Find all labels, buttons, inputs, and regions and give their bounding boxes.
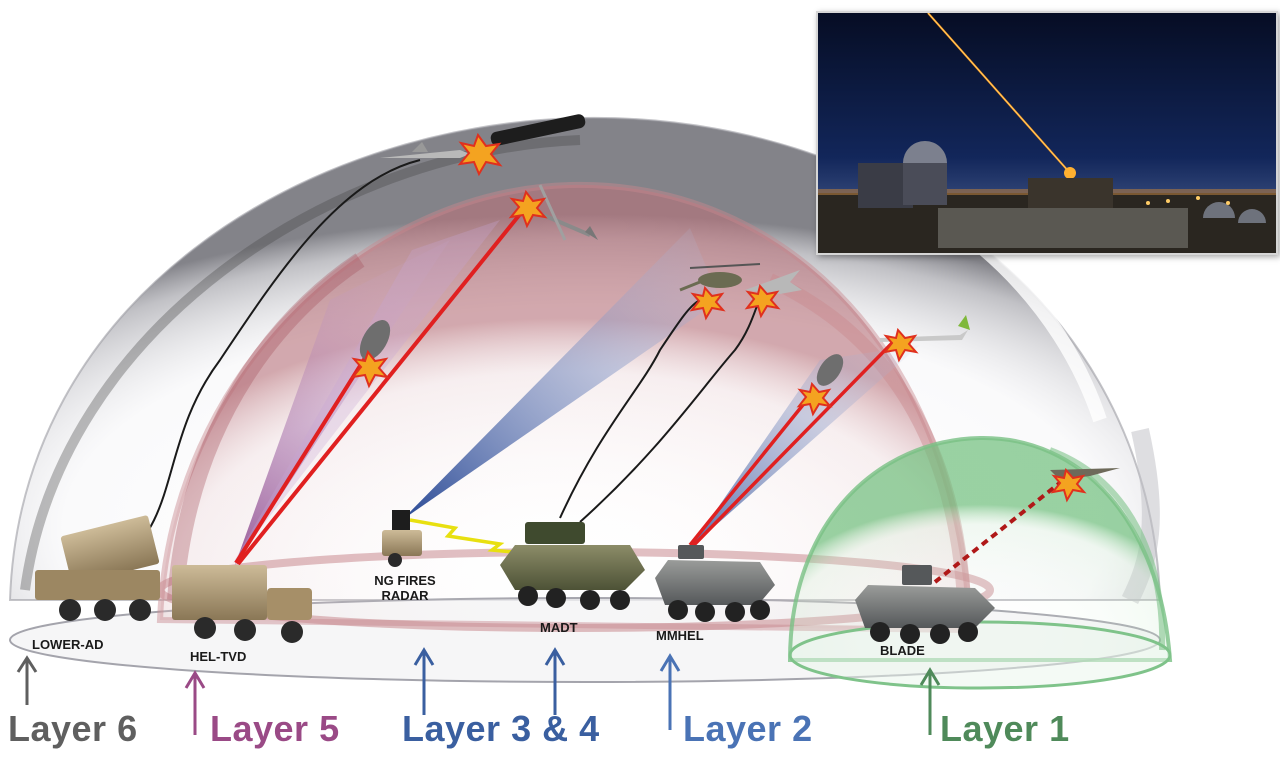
hel-tvd-beams <box>232 206 527 566</box>
layer1-label: Layer 1 <box>940 708 1070 749</box>
blade-beam <box>933 476 1068 584</box>
layer2-label: Layer 2 <box>683 708 813 749</box>
hel-tvd-truck-vehicle <box>172 565 312 643</box>
cruise-missile-icon <box>380 114 586 158</box>
interceptor-trails <box>119 159 761 561</box>
layer5-label: Layer 5 <box>210 708 340 749</box>
laser-facility-photo <box>816 11 1278 255</box>
layer34-arrow-icon-1 <box>413 647 435 715</box>
layer34-label: Layer 3 & 4 <box>402 708 600 749</box>
madt-stryker-vehicle <box>500 522 645 610</box>
layer6-label: Layer 6 <box>8 708 138 749</box>
layer2-arrow-icon <box>659 653 681 730</box>
layer5-arrow-icon <box>184 670 206 735</box>
blade-label: BLADE <box>880 643 925 658</box>
layer34-arrow-icon-2 <box>544 647 566 715</box>
layer6-arrow-icon <box>16 655 38 705</box>
radar-beam <box>402 228 720 520</box>
lower-ad-launcher-vehicle <box>35 515 160 621</box>
intercept-burst-icons <box>350 132 1087 503</box>
layer1-arrow-icon <box>919 667 941 735</box>
lower-ad-label: LOWER-AD <box>32 637 104 652</box>
mmhel-label: MMHEL <box>656 628 704 643</box>
madt-label: MADT <box>540 620 578 635</box>
mmhel-beams <box>688 338 920 548</box>
mortar-round-icon <box>359 320 844 386</box>
radar-datalink-icon <box>409 518 536 556</box>
layer-arrows <box>16 647 941 735</box>
helicopter-icon <box>679 263 761 292</box>
blade-stryker-vehicle <box>855 565 995 644</box>
mmhel-stryker-vehicle <box>655 545 775 622</box>
hel-tvd-label: HEL-TVD <box>190 649 247 664</box>
night-laser-photo-graphic <box>818 13 1276 253</box>
ng-fires-radar-label: NG FIRES RADAR <box>374 573 436 603</box>
ng-fires-radar-unit <box>382 510 422 567</box>
